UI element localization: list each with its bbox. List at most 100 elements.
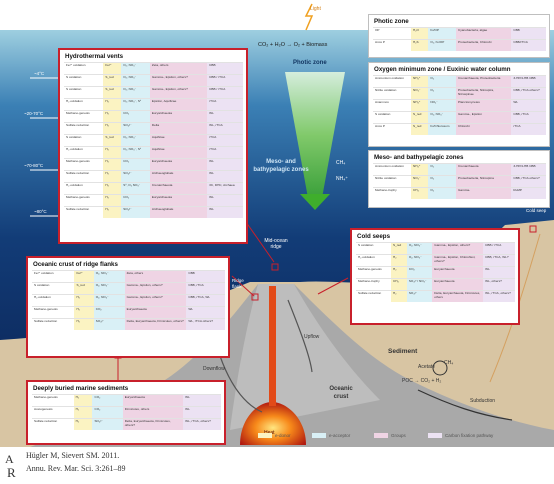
cell-groups: Euryarchaeota bbox=[432, 279, 484, 290]
depth-label-4: ~80°C bbox=[34, 209, 47, 214]
cell-groups: Zeta, others bbox=[124, 271, 187, 282]
legend-groups: Groups bbox=[374, 433, 406, 438]
cell-pathway: 3C, DHC, Archaea bbox=[207, 183, 243, 194]
cell-process: H₂ oxidation bbox=[358, 255, 375, 259]
cell-process: Sulfate reduction bbox=[34, 319, 58, 323]
cell-donor: S_red bbox=[103, 135, 122, 146]
cell-process: H₂ oxidation bbox=[66, 183, 83, 187]
cell-donor: NO₂⁻ bbox=[411, 176, 429, 187]
cell-pathway: WL bbox=[511, 100, 546, 111]
acetate-ch4-label: CH₄ bbox=[444, 360, 454, 366]
cell-acceptor: O₂ bbox=[428, 176, 457, 187]
cell-groups: Planctomycetes bbox=[456, 100, 512, 111]
cell-donor: H₂ bbox=[103, 147, 122, 158]
svg-text:A: A bbox=[5, 452, 14, 466]
cell-process: Ammonium oxidation bbox=[375, 76, 404, 80]
cell-pathway: CBB, rTCA, WL? bbox=[483, 255, 515, 266]
cell-process: Acetogenesis bbox=[34, 407, 53, 411]
legend-pathway-label: Carbon fixation pathway bbox=[445, 433, 494, 438]
cell-pathway: WL, rTCA, others? bbox=[183, 419, 221, 430]
cell-acceptor: O₂ bbox=[428, 88, 457, 99]
cell-pathway: WL, rTCA bbox=[207, 123, 243, 134]
ridge-flank-label: Ridge flank bbox=[232, 278, 244, 289]
cell-groups: Euryarchaeota bbox=[432, 267, 484, 278]
legend-pathway: Carbon fixation pathway bbox=[428, 433, 493, 438]
cell-pathway: rTCA bbox=[207, 147, 243, 158]
cell-acceptor: O₂, NO₃⁻ bbox=[93, 271, 125, 282]
cell-donor: CH₄ bbox=[390, 279, 407, 290]
sediment-label: Sediment bbox=[388, 348, 418, 355]
cell-acceptor: SO₄²⁻ bbox=[93, 319, 125, 330]
annual-reviews-logo: A R bbox=[5, 452, 16, 479]
cell-donor: Fe²⁺ bbox=[103, 63, 122, 74]
cell-process: Sulfate reduction bbox=[34, 419, 58, 423]
cell-acceptor: CO₂ bbox=[406, 267, 433, 278]
cell-donor: H₂ bbox=[103, 159, 122, 170]
cell-acceptor: O₂, NO₃⁻ bbox=[121, 63, 150, 74]
cell-groups: Archaeoglobale bbox=[149, 207, 208, 218]
cell-donor: H₂ bbox=[390, 255, 407, 266]
light-beam bbox=[285, 72, 345, 198]
cell-groups: Euryarchaeota bbox=[149, 159, 208, 170]
light-arrow-head bbox=[300, 194, 330, 210]
cell-donor: H₂ bbox=[74, 295, 94, 306]
cell-process: S oxidation bbox=[66, 87, 82, 91]
cell-groups: Crenarchaeota, Proteobacteria bbox=[456, 76, 512, 87]
cell-pathway: CBB bbox=[186, 271, 225, 282]
cell-donor: Fe²⁺ bbox=[74, 271, 94, 282]
photic-zone-label: Photic zone bbox=[293, 60, 327, 66]
citation-authors: Hügler M, Sievert SM. 2011. bbox=[26, 451, 120, 460]
cell-donor: H₂ bbox=[103, 111, 122, 122]
cell-groups: Proteobacteria, Nitrospira, Nitrospinae bbox=[456, 88, 512, 99]
legend-acceptor-swatch bbox=[312, 433, 326, 438]
cell-groups: Firmicutes, others bbox=[122, 407, 184, 418]
cell-acceptor: O₂, NO₃⁻, S⁰ bbox=[121, 147, 150, 158]
crust-shade bbox=[230, 284, 380, 430]
cell-acceptor: O₂, NO₃⁻ bbox=[93, 295, 125, 306]
nh4-label: NH₄⁺ bbox=[336, 176, 348, 182]
photosynthesis-equation: CO₂ + H₂O → O₂ + Biomass bbox=[258, 42, 328, 48]
cell-donor: H₂ bbox=[74, 307, 94, 318]
cell-process: Methano-genesis bbox=[66, 195, 90, 199]
cell-acceptor: hν/Chlorosom bbox=[428, 124, 457, 135]
cell-process: Methano-genesis bbox=[358, 267, 382, 271]
magma-conduit bbox=[269, 286, 276, 406]
cell-pathway: WL bbox=[207, 111, 243, 122]
cell-process: Fe²⁺ oxidation bbox=[34, 271, 54, 275]
legend-pathway-swatch bbox=[428, 433, 442, 438]
cell-donor: H₂ bbox=[103, 123, 122, 134]
meso-zone-label: Meso- and bathypelagic zones bbox=[253, 159, 309, 173]
cell-groups: Delta, Euryarchaeota, Firmicutes, others bbox=[432, 291, 484, 302]
cell-groups: Zeta, others bbox=[149, 63, 208, 74]
cell-process: H₂ oxidation bbox=[66, 147, 83, 151]
depth-label-3: ~70-80°C bbox=[24, 163, 44, 168]
cell-donor: NH₄⁺ bbox=[411, 76, 429, 87]
cell-pathway: CBB, rTCA others? bbox=[511, 176, 546, 187]
downflow-label: Downflow bbox=[203, 366, 225, 372]
cell-groups: Delta, Euryarchaeota, Firmicutes, others… bbox=[122, 419, 184, 430]
cell-groups: Gamma-, Epsilon, others? bbox=[124, 283, 187, 294]
panel-title: Photic zone bbox=[374, 18, 409, 25]
cell-process: S oxidation bbox=[34, 283, 50, 287]
legend-donor-swatch bbox=[258, 433, 272, 438]
cell-donor: NO₂⁻ bbox=[411, 88, 429, 99]
cell-pathway: WL bbox=[483, 267, 515, 278]
subduction-arrow bbox=[417, 389, 513, 421]
cell-pathway: CBB / rTCA bbox=[207, 75, 243, 86]
